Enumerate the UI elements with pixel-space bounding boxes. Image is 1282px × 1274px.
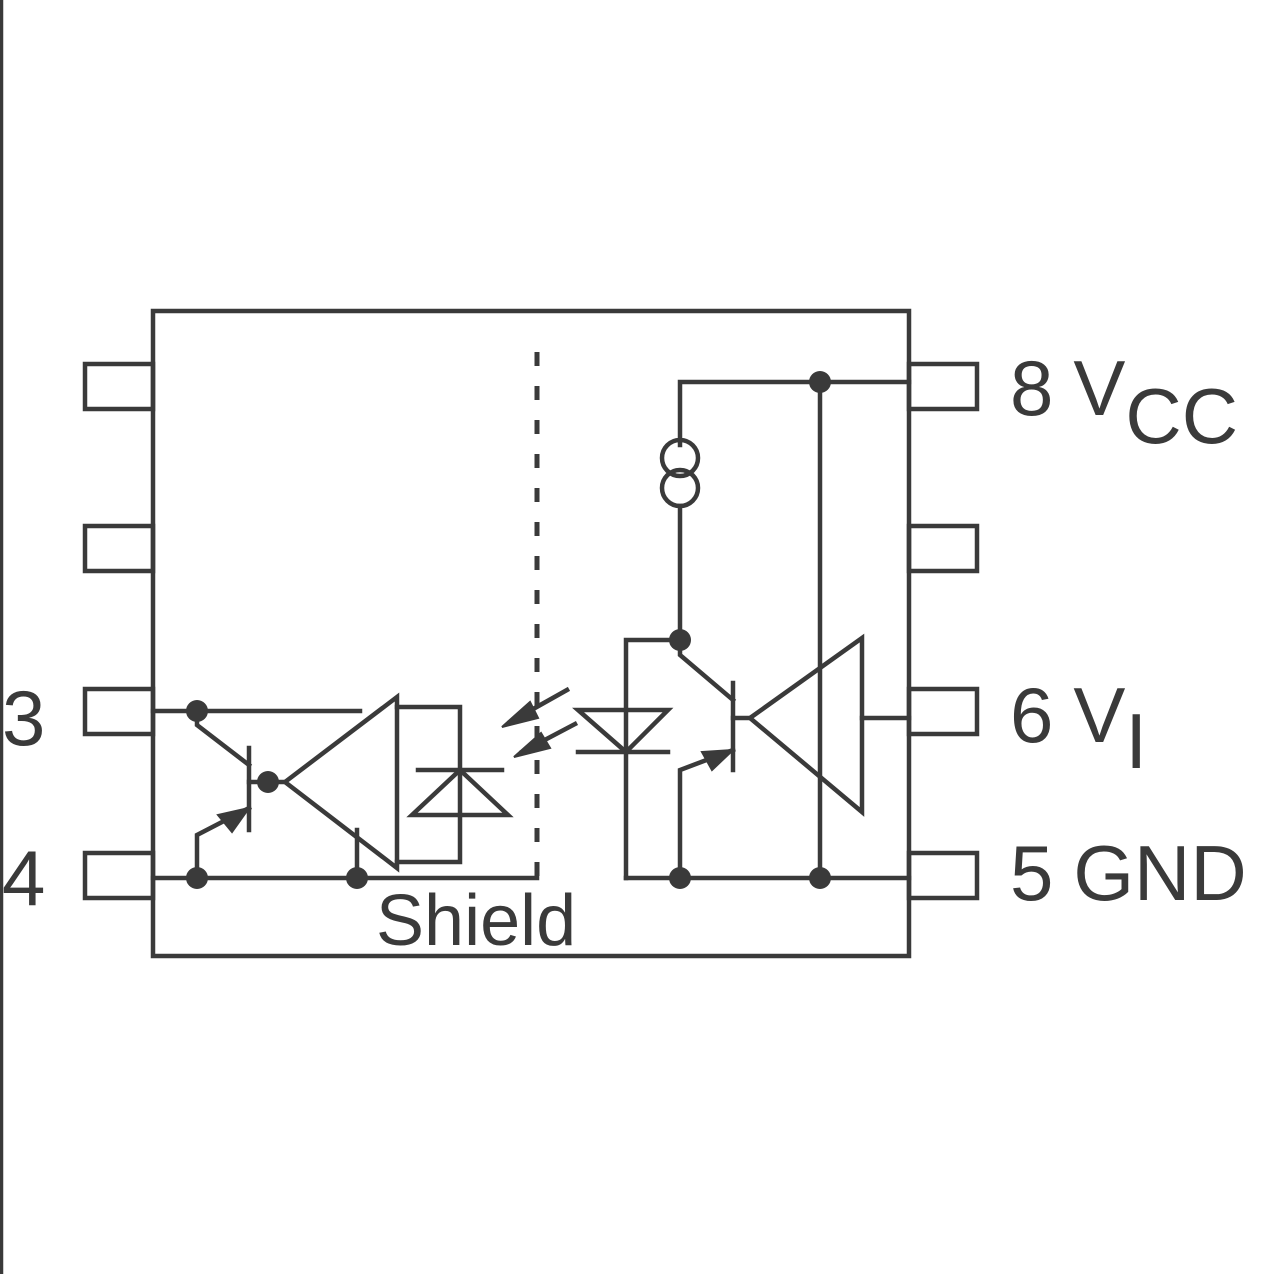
pin-4 bbox=[82, 850, 156, 901]
pin-1 bbox=[82, 361, 156, 412]
pin-8 bbox=[906, 361, 980, 412]
output-amplifier bbox=[281, 692, 400, 873]
light-arrows bbox=[501, 686, 579, 758]
pin-4-label: 4 bbox=[2, 834, 45, 922]
pin-3 bbox=[82, 686, 156, 737]
led bbox=[572, 707, 674, 756]
current-source-icon bbox=[659, 437, 701, 479]
left-pins bbox=[82, 361, 156, 901]
input-amplifier bbox=[746, 633, 865, 817]
right-pins bbox=[906, 361, 980, 901]
input-emitter-arrow bbox=[700, 748, 736, 772]
shield-label: Shield bbox=[376, 881, 576, 961]
input-stage bbox=[572, 371, 912, 889]
pin-2 bbox=[82, 523, 156, 574]
pin-6 bbox=[906, 686, 980, 737]
output-emitter-arrow bbox=[216, 806, 252, 834]
pin-7 bbox=[906, 523, 980, 574]
package-body bbox=[150, 308, 912, 959]
pin-3-label: 3 bbox=[2, 674, 45, 762]
photodiode bbox=[406, 766, 514, 818]
output-stage bbox=[150, 692, 540, 889]
pin-5 bbox=[906, 850, 980, 901]
output-transistor-collector bbox=[194, 708, 253, 769]
